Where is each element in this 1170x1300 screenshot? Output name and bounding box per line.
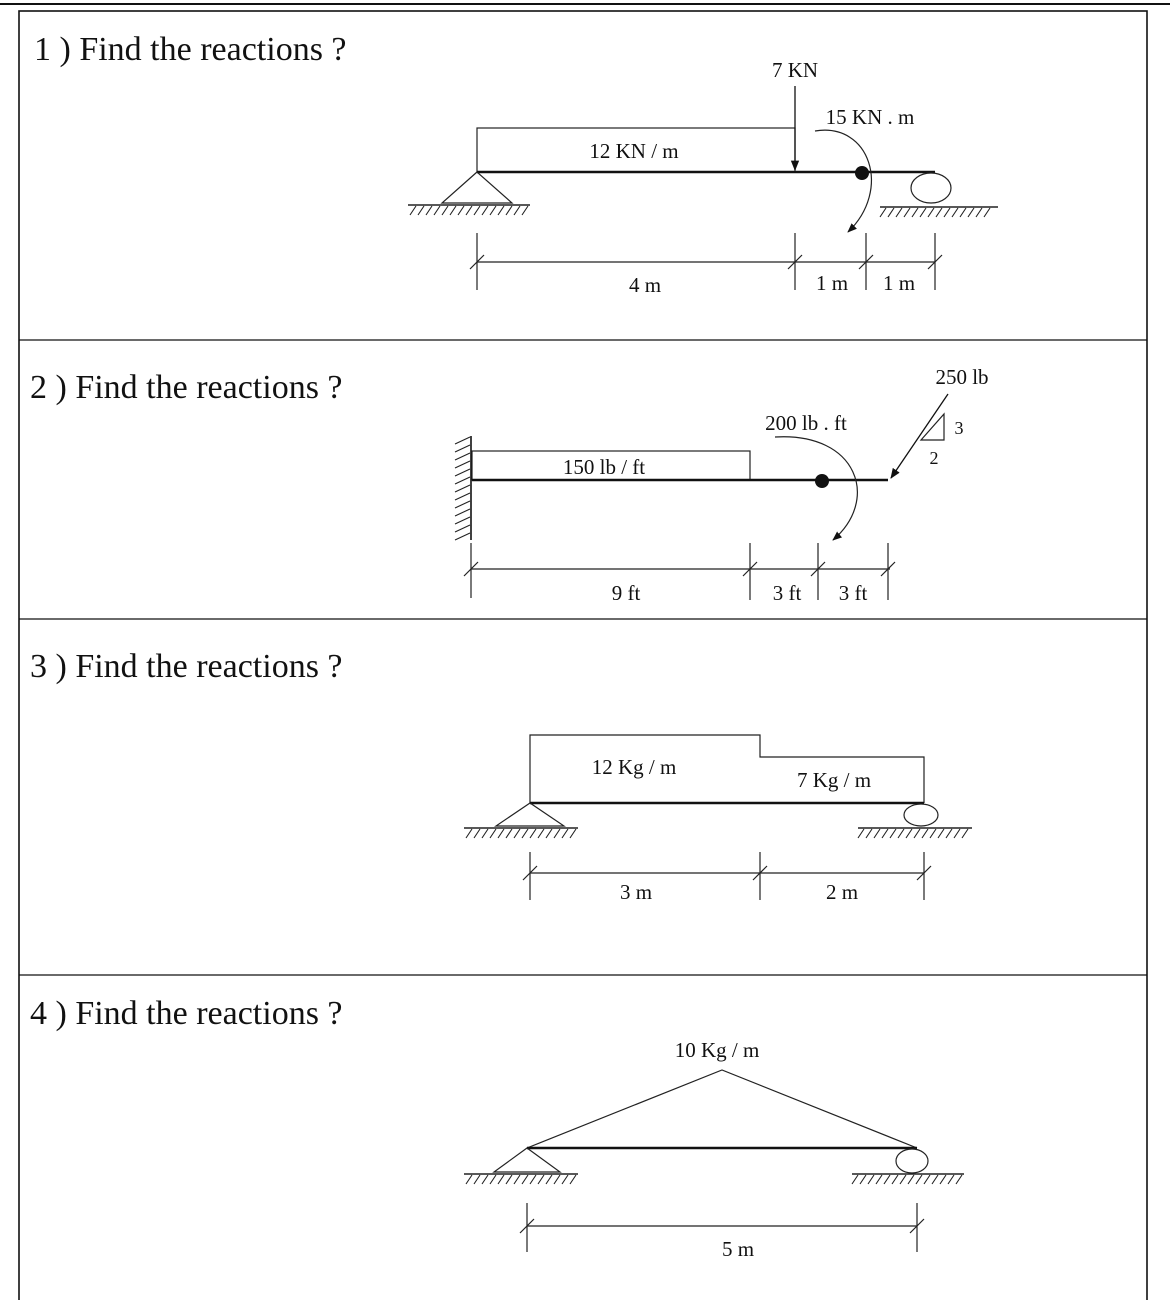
dimension-line (463, 543, 896, 600)
moment-arrow (814, 129, 872, 233)
moment-point (815, 474, 829, 488)
dimension-line (522, 852, 932, 900)
distributed-load-label: 12 KN / m (589, 139, 678, 163)
dim-label: 3 ft (839, 581, 868, 605)
moment-label: 200 lb . ft (765, 411, 847, 435)
slope-run-label: 2 (930, 448, 939, 468)
problem-1-question: 1 ) Find the reactions ? (34, 31, 347, 68)
stepped-distributed-load (529, 734, 925, 803)
load-right-label: 7 Kg / m (797, 768, 871, 792)
pin-support (464, 802, 578, 839)
point-load-label: 250 lb (935, 365, 988, 389)
moment-arrow (774, 436, 858, 541)
pin-support (464, 1147, 578, 1185)
slope-triangle (919, 412, 945, 441)
problem-1: 1 ) Find the reactions ? 12 KN / m 7 KN … (34, 31, 998, 297)
pin-support (408, 171, 530, 216)
dim-label: 4 m (629, 273, 661, 297)
problem-2-question: 2 ) Find the reactions ? (30, 369, 343, 406)
moment-point (855, 166, 869, 180)
problem-2: 2 ) Find the reactions ? 150 lb / ft 200… (30, 365, 989, 605)
inclined-load-arrow (890, 393, 949, 479)
triangular-distributed-load (526, 1069, 918, 1149)
peak-load-label: 10 Kg / m (675, 1038, 760, 1062)
dim-label: 9 ft (612, 581, 641, 605)
roller-support (857, 803, 972, 839)
roller-support (851, 1148, 964, 1185)
load-left-label: 12 Kg / m (592, 755, 677, 779)
distributed-load-label: 150 lb / ft (563, 455, 645, 479)
roller-support (879, 172, 998, 218)
problem-4-question: 4 ) Find the reactions ? (30, 995, 343, 1032)
dim-label: 2 m (826, 880, 858, 904)
dim-label: 1 m (816, 271, 848, 295)
problem-3: 3 ) Find the reactions ? 12 Kg / m 7 Kg … (30, 648, 972, 904)
dim-label: 3 m (620, 880, 652, 904)
dim-label: 5 m (722, 1237, 754, 1261)
problem-4: 4 ) Find the reactions ? 10 Kg / m 5 m (30, 995, 964, 1261)
dim-label: 1 m (883, 271, 915, 295)
dim-label: 3 ft (773, 581, 802, 605)
slope-rise-label: 3 (955, 418, 964, 438)
page-frame (0, 3, 1170, 1300)
dimension-line (469, 233, 943, 290)
dimension-line (519, 1203, 925, 1252)
moment-label: 15 KN . m (826, 105, 915, 129)
problem-3-question: 3 ) Find the reactions ? (30, 648, 343, 685)
fixed-wall-support (454, 436, 472, 541)
point-load-label: 7 KN (772, 58, 818, 82)
